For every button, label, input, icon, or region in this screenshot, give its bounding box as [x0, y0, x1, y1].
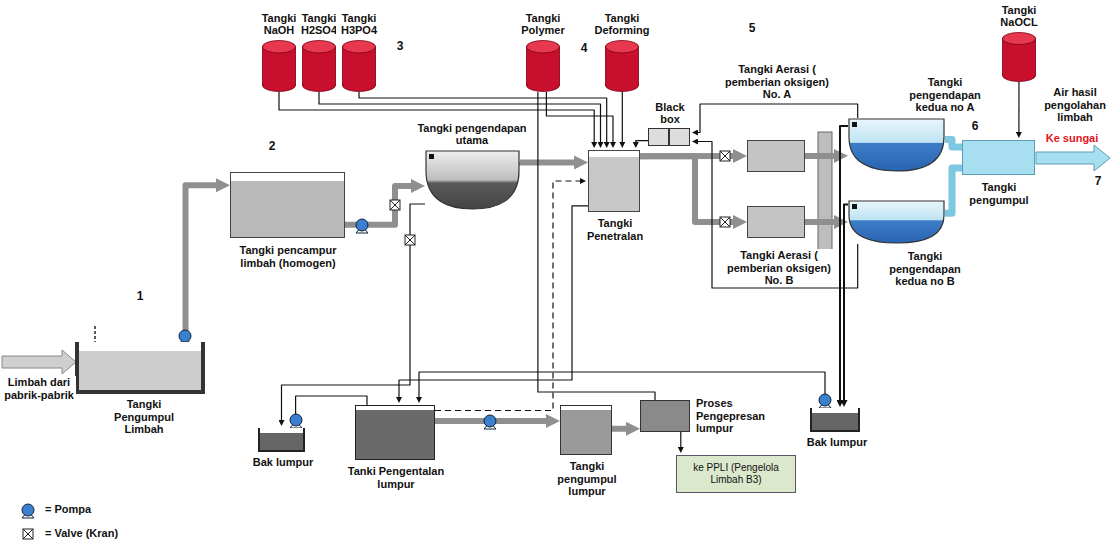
- line-connector: [698, 104, 858, 133]
- line-connector: [679, 432, 681, 447]
- box-text: ke PPLI (Pengelola Limbah B3): [677, 459, 795, 489]
- line-connector: [546, 92, 613, 142]
- bowl-shape: [848, 118, 945, 172]
- tank-label: Tangki Deforming: [588, 12, 656, 37]
- sludge-holding-tank: Tangki pengumpul lumpur: [560, 405, 612, 455]
- line-connector: [840, 126, 848, 400]
- tank-label: Tangki Pengumpul Limbah: [107, 398, 181, 436]
- tank-label: Tangki Polymer: [517, 12, 569, 37]
- line-connector: [399, 206, 588, 397]
- chemical-tank: Tangki H3PO4: [342, 40, 376, 92]
- cylinder-shape: [526, 40, 560, 92]
- valve-symbol: [23, 529, 33, 539]
- tank-label: Tangki NaOCL: [993, 4, 1045, 29]
- tank-label: Tangki Penetralan: [578, 217, 652, 242]
- chemical-tank: Tangki Deforming: [605, 40, 639, 92]
- secondary-clarifier: Tangki pengendapan kedua no B: [848, 200, 945, 244]
- collection-tank: Tangki Pengumpul Limbah: [75, 342, 205, 394]
- distribution-manifold: [818, 132, 832, 250]
- line-connector: [435, 181, 580, 411]
- pipe-connector: [805, 219, 834, 225]
- pipe-connector: [805, 153, 834, 159]
- tank-label: Bak lumpur: [252, 456, 315, 469]
- valve-symbol: [720, 217, 730, 227]
- inflow-arrow: [2, 350, 76, 374]
- callout-number: 1: [136, 290, 145, 304]
- secondary-clarifier: Tangki pengendapan kedua no A: [848, 118, 945, 172]
- pump-symbol: [484, 415, 496, 429]
- pump-symbol: [22, 504, 34, 518]
- sludge-thickener: Tanki Pengentalan lumpur: [355, 405, 435, 460]
- callout-number: 4: [580, 42, 589, 56]
- line-connector: [1018, 82, 1019, 132]
- pump-symbol: [819, 394, 831, 408]
- line-connector: [538, 92, 655, 400]
- tank-label: Bak lumpur: [806, 436, 869, 449]
- valve-symbol: [720, 151, 730, 161]
- pipe-connector: [640, 156, 733, 222]
- tank-label: Tangki pengumpul lumpur: [546, 460, 628, 498]
- callout-number: 3: [396, 40, 405, 54]
- cylinder-shape: [605, 40, 639, 92]
- bowl-shape: [425, 150, 520, 210]
- bar-screen: [94, 326, 96, 342]
- tank-label: Tangki Aerasi ( pemberian oksigen) No. A: [720, 63, 834, 101]
- tank-label: Tangki pencampur limbah (homogen): [233, 244, 343, 269]
- sludge-pit: Bak lumpur: [258, 428, 305, 452]
- tank-label: Proses Pengepresan lumpur: [695, 397, 779, 435]
- chemical-tank: Tangki Polymer: [526, 40, 560, 92]
- line-connector: [636, 141, 648, 142]
- tank-label: Tangki pengendapan kedua no A: [902, 76, 988, 114]
- tank-label: Tangki Aerasi ( pemberian oksigen) No. B: [722, 249, 836, 287]
- line-connector: [844, 204, 848, 400]
- neutralization-tank: Tangki Penetralan: [588, 150, 640, 212]
- flow-note: Air hasil pengolahan limbah: [1038, 86, 1112, 124]
- line-connector: [621, 92, 622, 142]
- bowl-shape: [848, 200, 945, 244]
- pipe-connector: [612, 429, 626, 430]
- callout-number: 6: [971, 120, 980, 134]
- tank-label: Tangki pengendapan kedua no B: [882, 250, 968, 288]
- legend-text: = Pompa: [44, 503, 92, 516]
- aeration-tank: Tangki Aerasi ( pemberian oksigen) No. A: [747, 140, 805, 172]
- tank-label: Black box: [648, 101, 692, 126]
- sludge-press: Proses Pengepresan lumpur: [640, 400, 690, 432]
- flow-note: Ke sungai: [1045, 132, 1100, 145]
- outflow-arrow: [1036, 145, 1110, 171]
- valve-symbol: [405, 235, 415, 245]
- effluent-tank: Tangki pengumpul: [962, 140, 1035, 175]
- aeration-tank: Tangki Aerasi ( pemberian oksigen) No. B: [747, 206, 805, 238]
- pipe-connector: [345, 186, 411, 225]
- pipe-connector: [520, 159, 574, 165]
- sludge-pit: Bak lumpur: [810, 408, 860, 432]
- callout-number: 7: [1094, 175, 1103, 189]
- chemical-tank: Tangki NaOH: [262, 40, 296, 92]
- tank-label: Tangki pengumpul: [960, 181, 1038, 206]
- cylinder-shape: [262, 40, 296, 92]
- tank-label: Tangki H3PO4: [336, 12, 382, 37]
- pipe-connector: [945, 140, 962, 147]
- pump-symbol: [356, 219, 368, 233]
- mixing-tank: Tangki pencampur limbah (homogen): [230, 172, 345, 238]
- callout-number: 2: [268, 140, 277, 154]
- tank-label: Tanki Pengentalan lumpur: [339, 465, 453, 490]
- cylinder-shape: [1002, 32, 1036, 82]
- flow-note: Limbah dari pabrik-pabrik: [2, 376, 76, 401]
- pump-symbol: [290, 414, 302, 428]
- primary-clarifier: Tangki pengendapan utama: [425, 150, 520, 210]
- disposal-box: ke PPLI (Pengelola Limbah B3): [676, 455, 796, 493]
- valve-symbol: [390, 200, 400, 210]
- chemical-tank: Tangki H2SO4: [302, 40, 336, 92]
- pipe-connector: [186, 185, 217, 342]
- callout-number: 5: [748, 22, 757, 36]
- black-box: Black box: [648, 128, 690, 146]
- tank-label: Tangki pengendapan utama: [411, 122, 533, 147]
- legend-text: = Valve (Kran): [44, 527, 119, 540]
- cylinder-shape: [302, 40, 336, 92]
- cylinder-shape: [342, 40, 376, 92]
- chemical-tank: Tangki NaOCL: [1002, 32, 1036, 82]
